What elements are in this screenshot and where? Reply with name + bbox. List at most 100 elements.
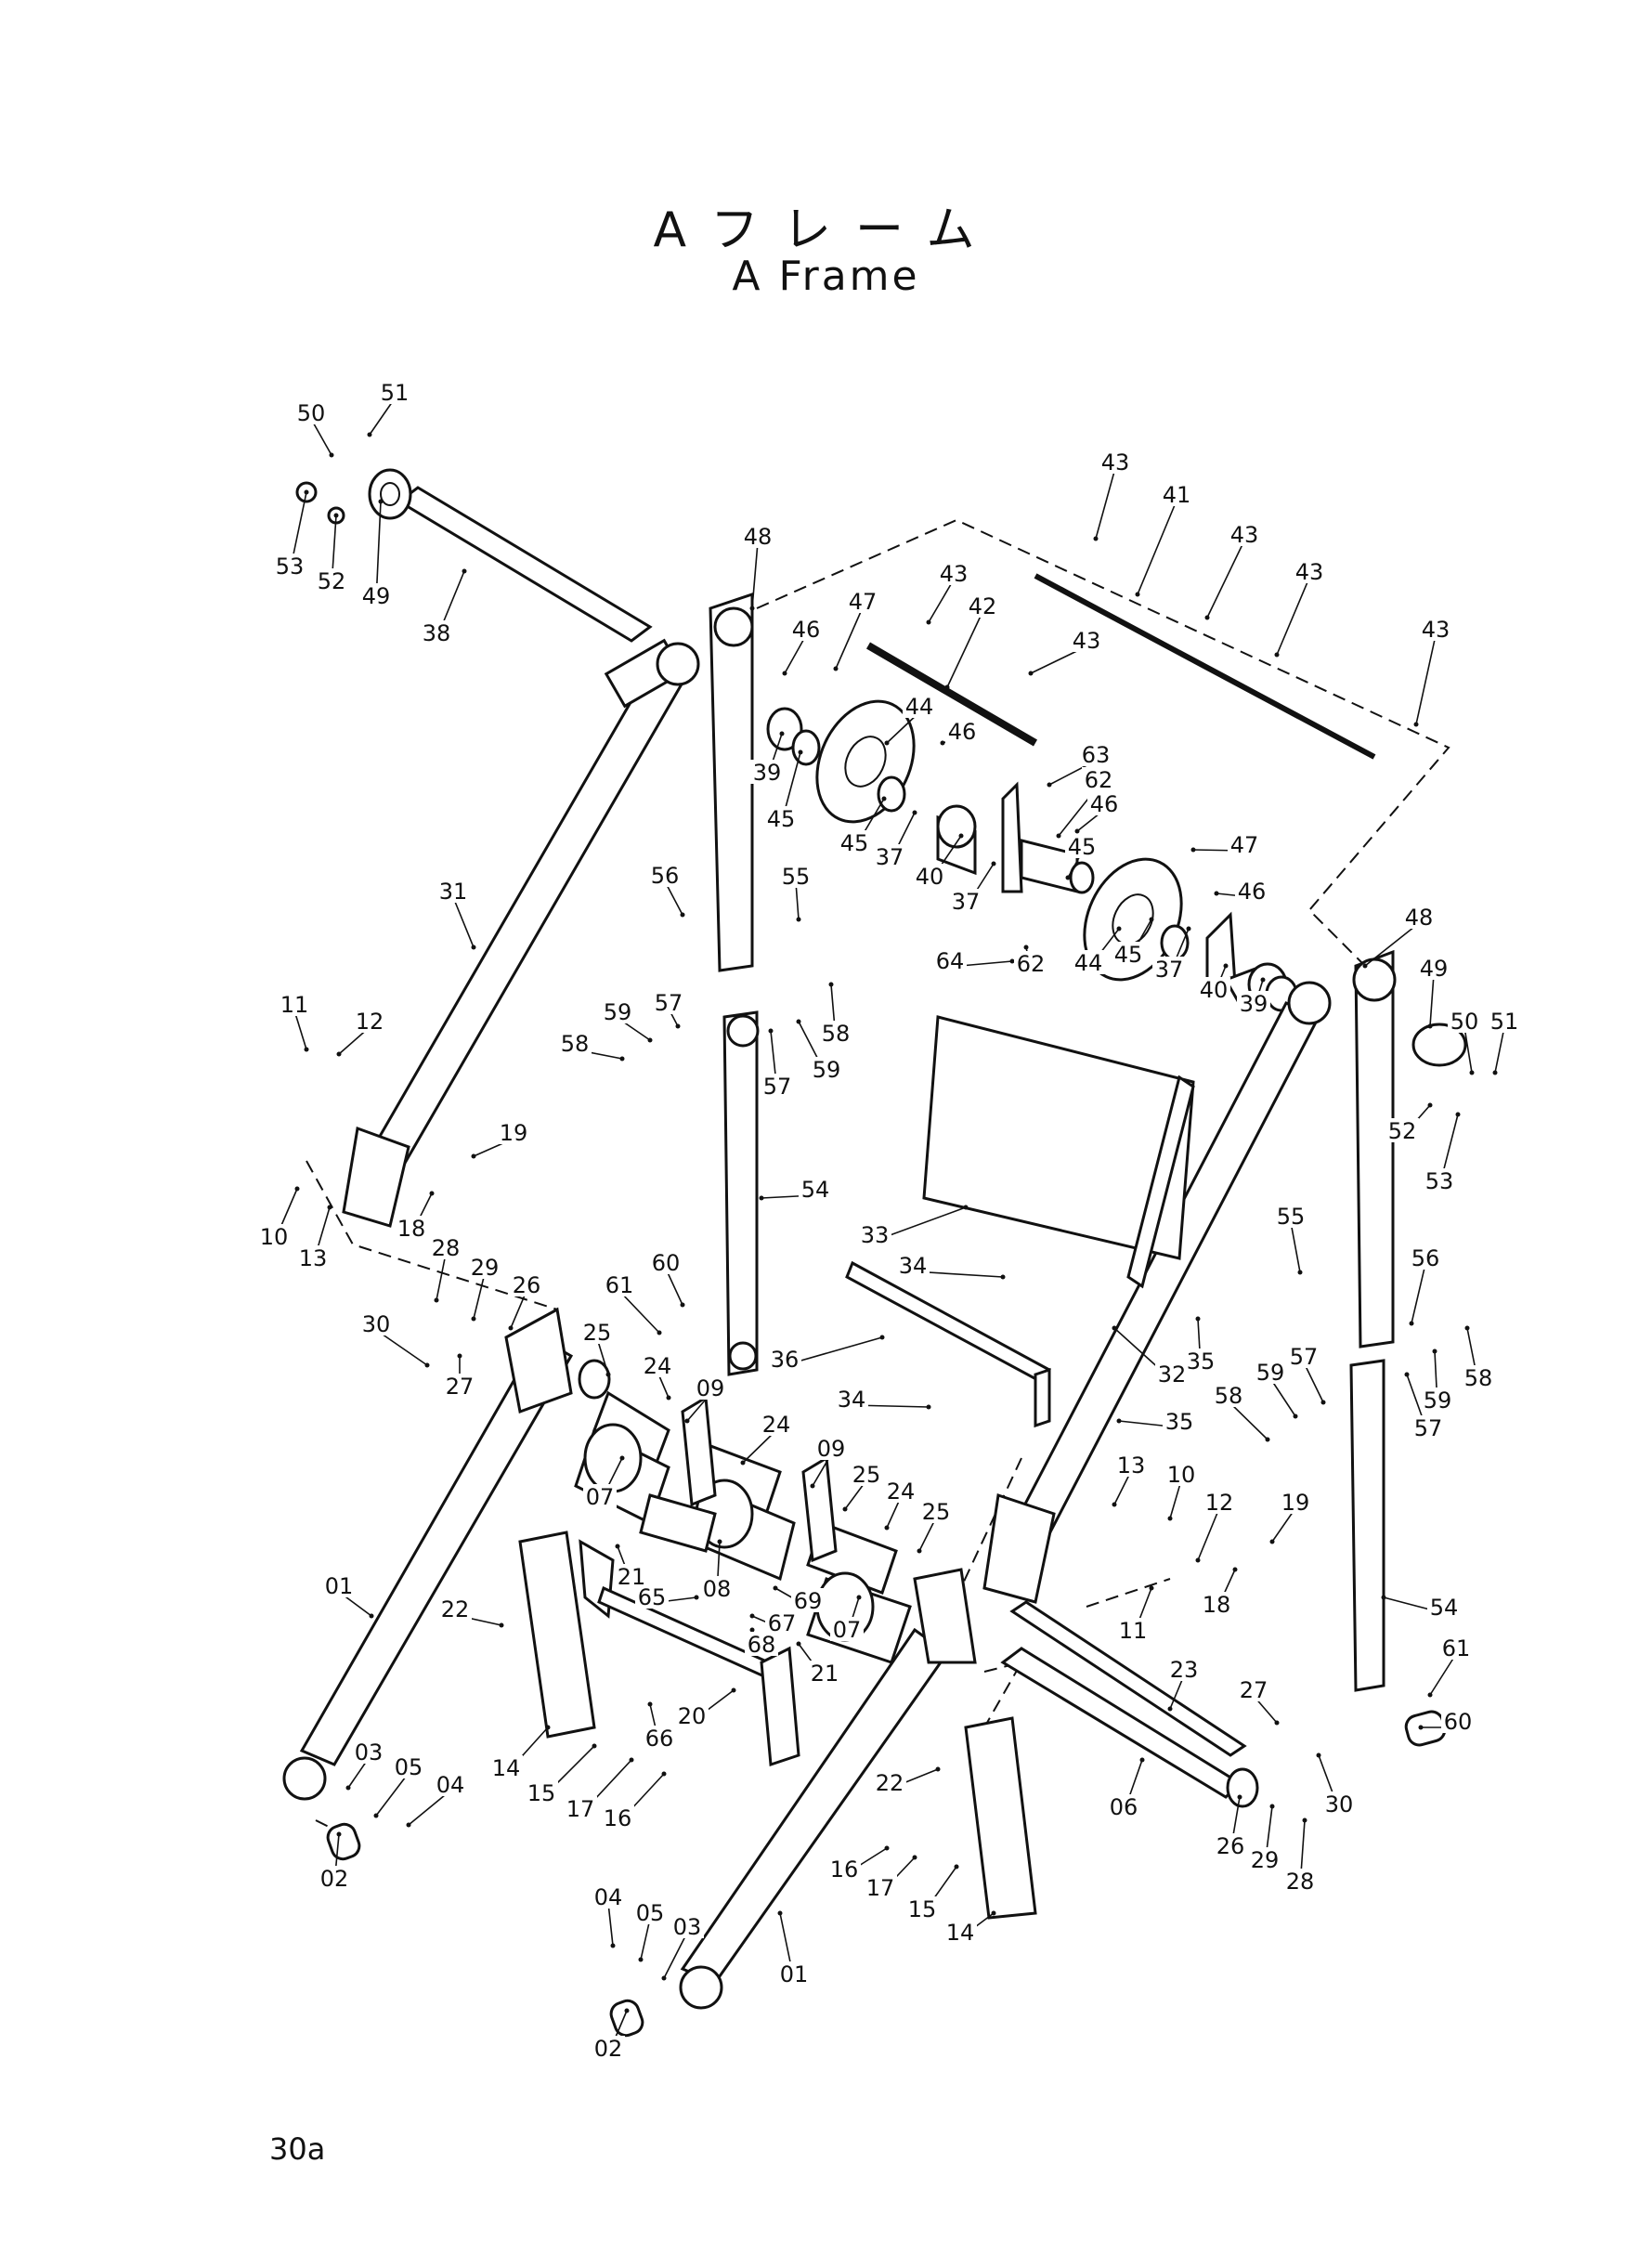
callout-label-bg	[436, 879, 470, 903]
callout-label-bg	[884, 1479, 917, 1503]
callout-label-bg	[819, 1021, 852, 1045]
part-number-label: 24	[762, 1412, 791, 1438]
callout-label-bg	[649, 1250, 683, 1274]
callout-anchor	[779, 731, 785, 736]
part-number-label: 23	[1170, 1657, 1199, 1683]
callout-label-bg	[1411, 1415, 1445, 1440]
callout-anchor	[991, 861, 996, 866]
callout-label-bg	[1441, 1709, 1475, 1733]
callout-anchor	[1269, 1539, 1275, 1544]
callout-anchor	[373, 1813, 379, 1818]
callout-anchor	[768, 1028, 774, 1034]
part-number-label: 10	[260, 1224, 289, 1250]
callout-label-bg	[1197, 977, 1230, 1001]
callout-label-bg	[1287, 1344, 1320, 1368]
callout-anchor	[434, 1297, 439, 1303]
part-number-label: 43	[1073, 628, 1101, 654]
callout-leader	[310, 418, 332, 456]
part-number-label: 03	[355, 1739, 384, 1765]
callout-anchor	[1195, 1557, 1201, 1563]
callout-label-bg	[949, 889, 982, 913]
part-number-label: 16	[604, 1805, 632, 1831]
callout-leader	[1276, 577, 1310, 656]
part-number-label: 41	[1163, 482, 1191, 508]
callout-label-bg	[1164, 1462, 1198, 1486]
callout-label-bg	[835, 1387, 868, 1411]
part-number-label: 57	[1290, 1344, 1319, 1370]
part-number-label: 64	[936, 948, 965, 974]
callout-anchor	[680, 912, 685, 918]
callout-label-bg	[395, 1216, 428, 1240]
part-number-label: 27	[446, 1374, 475, 1400]
part-number-label: 43	[1230, 522, 1259, 548]
callout-label-bg	[1402, 905, 1436, 929]
callout-anchor	[336, 1051, 342, 1057]
callout-anchor	[749, 1627, 755, 1633]
part-number-label: 44	[1074, 950, 1103, 976]
callout-leader	[1429, 973, 1435, 1027]
callout-anchor	[912, 1855, 917, 1860]
callout-anchor	[615, 1544, 620, 1549]
callout-label-bg	[558, 1031, 592, 1055]
callout-label-bg	[777, 1961, 811, 1986]
callout-anchor	[1413, 722, 1419, 727]
callout-anchor	[1316, 1752, 1321, 1758]
callout-anchor	[661, 1771, 667, 1777]
callout-label-bg	[497, 1120, 530, 1144]
callout-anchor	[1116, 926, 1122, 932]
callout-label-bg	[830, 1617, 864, 1641]
callout-leader	[751, 541, 759, 609]
callout-leader	[1290, 1221, 1301, 1273]
part-number-label: 35	[1187, 1348, 1216, 1375]
part-number-label: 62	[1017, 951, 1046, 977]
part-number-label: 43	[1101, 449, 1130, 476]
callout-anchor	[647, 1701, 653, 1707]
part-number-label: 49	[1420, 956, 1449, 982]
callout-anchor	[406, 1822, 411, 1828]
callout-label-bg	[745, 1632, 778, 1656]
part-number-label: 32	[1158, 1362, 1187, 1388]
callout-label-bg	[1160, 482, 1193, 506]
part-number-label: 49	[362, 583, 391, 609]
part-number-label: 50	[297, 400, 326, 426]
part-number-label: 11	[280, 992, 309, 1018]
callout-label-bg	[1152, 957, 1186, 981]
callout-anchor	[1074, 828, 1080, 834]
callout-anchor	[881, 796, 887, 801]
part-number-label: 46	[1090, 791, 1119, 817]
part-number-label: 39	[1240, 991, 1268, 1017]
callout-leader	[665, 1268, 683, 1306]
callout-label-bg	[489, 1755, 523, 1779]
callout-label-bg	[827, 1857, 861, 1881]
part-number-label: 44	[905, 694, 934, 720]
callout-label-bg	[1421, 1388, 1454, 1412]
callout-label-bg	[1228, 522, 1261, 546]
callout-label-bg	[652, 990, 685, 1014]
callout-anchor	[666, 1395, 671, 1401]
callout-leader	[1415, 634, 1437, 725]
callout-label-bg	[273, 554, 306, 578]
callout-label-bg	[1203, 1490, 1236, 1514]
part-number-label: 40	[1200, 977, 1229, 1003]
callout-label-bg	[1279, 1490, 1312, 1514]
part-number-label: 45	[1068, 834, 1097, 860]
callout-label-bg	[945, 719, 979, 743]
part-number-label: 62	[1085, 767, 1113, 793]
part-number-label: 59	[813, 1057, 841, 1083]
callout-anchor	[1320, 1400, 1326, 1405]
part-number-label: 12	[1205, 1490, 1234, 1516]
part-number-label: 55	[782, 864, 811, 890]
part-number-label: 34	[838, 1387, 866, 1413]
part-number-label: 17	[866, 1875, 895, 1901]
part-number-label: 14	[946, 1920, 975, 1946]
part-number-label: 53	[276, 554, 305, 580]
callout-anchor	[680, 1302, 685, 1308]
callout-label-bg	[741, 524, 774, 548]
callout-anchor	[1432, 1348, 1437, 1354]
part-number-label: 57	[763, 1074, 792, 1100]
callout-label-bg	[1462, 1365, 1495, 1389]
callout-label-bg	[592, 2036, 625, 2060]
callout-leader	[369, 397, 396, 436]
callout-anchor	[647, 1037, 653, 1043]
